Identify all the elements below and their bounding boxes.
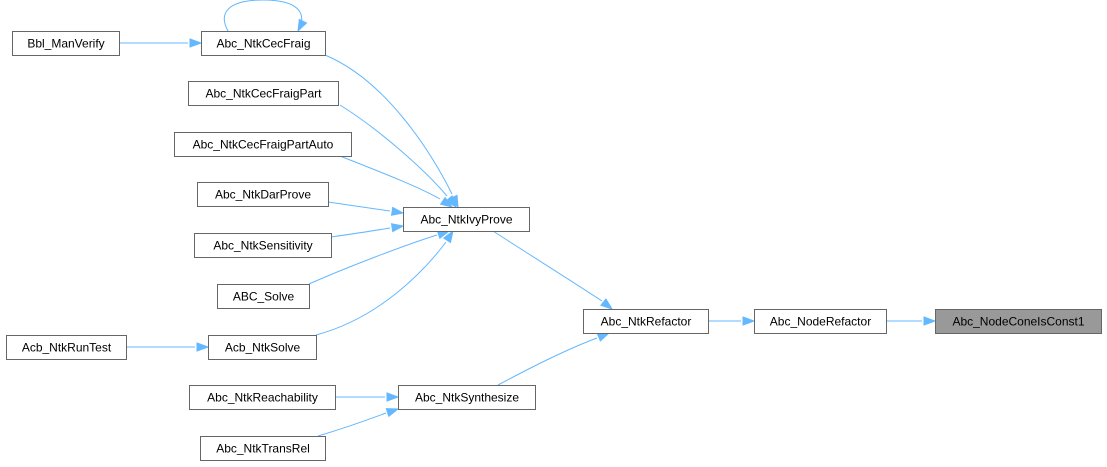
- node-label: Abc_NtkCecFraigPartAuto: [193, 138, 334, 152]
- node-acb-ntksolve[interactable]: Acb_NtkSolve: [208, 335, 317, 360]
- arrow-head: [442, 229, 454, 244]
- edge-line: [492, 230, 603, 302]
- arrow-head: [439, 196, 454, 208]
- arrow-head: [297, 18, 308, 33]
- node-box: [201, 31, 326, 56]
- edge-abc_ntkcecfraigpart-to-abc_ntkivyprove: [339, 104, 457, 209]
- edge-acb_ntksolve-to-abc_ntkivyprove: [315, 229, 454, 336]
- node-box: [189, 385, 336, 410]
- arrow-head: [596, 332, 611, 342]
- node-label: Bbl_ManVerify: [27, 37, 104, 51]
- node-abc-ntktransrel[interactable]: Abc_NtkTransRel: [200, 436, 326, 461]
- arrow-head: [196, 342, 210, 352]
- node-box: [583, 309, 709, 334]
- edge-abc_ntktransrel-to-abc_ntksynthesize: [317, 408, 400, 437]
- arrow-head: [390, 223, 405, 233]
- edge-abc_ntkcecfraig-to-abc_ntkivyprove: [324, 54, 459, 209]
- edge-line: [308, 234, 438, 285]
- edge-abc_ntkreachability-to-abc_ntksynthesize: [335, 392, 400, 402]
- node-abc-ntksynthesize[interactable]: Abc_NtkSynthesize: [398, 385, 536, 410]
- node-box: [6, 335, 127, 360]
- edge-line: [223, 0, 303, 32]
- node-box: [754, 309, 887, 334]
- edge-line: [324, 54, 453, 195]
- edge-abc_ntkcecfraig-to-abc_ntkcecfraig: [223, 0, 308, 33]
- node-label: Abc_NodeRefactor: [770, 315, 871, 329]
- arrow-head: [923, 316, 937, 326]
- node-label: Acb_NtkSolve: [225, 341, 301, 355]
- arrow-head: [390, 206, 405, 216]
- edges-layer: [119, 0, 937, 437]
- node-bbl-manverify[interactable]: Bbl_ManVerify: [12, 31, 120, 56]
- node-box: [217, 284, 310, 309]
- node-label: Abc_NtkDarProve: [215, 188, 311, 202]
- edge-abc_ntkrefactor-to-abc_noderefactor: [708, 316, 756, 326]
- node-abc-ntkcecfraig[interactable]: Abc_NtkCecFraig: [201, 31, 326, 56]
- node-box: [12, 31, 120, 56]
- edge-abc_ntksensitivity-to-abc_ntkivyprove: [330, 223, 405, 238]
- node-abc-ntkreachability[interactable]: Abc_NtkReachability: [189, 385, 336, 410]
- edge-line: [330, 227, 391, 238]
- node-box: [208, 335, 317, 360]
- node-label: Abc_NtkIvyProve: [420, 213, 512, 227]
- arrow-head: [189, 38, 203, 48]
- node-box: [194, 233, 332, 258]
- node-box: [197, 182, 329, 207]
- node-label: Abc_NtkRefactor: [601, 315, 692, 329]
- node-label: Abc_NtkTransRel: [216, 442, 310, 456]
- node-label: Abc_NtkCecFraigPart: [205, 87, 322, 101]
- node-label: Abc_NtkSynthesize: [415, 391, 519, 405]
- edge-abc_ntkivyprove-to-abc_ntkrefactor: [492, 230, 614, 310]
- node-label: Abc_NtkSensitivity: [213, 239, 312, 253]
- edge-abc_ntkcecfraigpartauto-to-abc_ntkivyprove: [339, 155, 454, 208]
- arrow-head: [445, 195, 457, 209]
- arrow-head: [385, 408, 400, 418]
- node-label: Abc_NtkCecFraig: [216, 37, 310, 51]
- edge-acb_ntkruntest-to-acb_ntksolve: [126, 342, 210, 352]
- arrow-head: [742, 316, 756, 326]
- node-label: Acb_NtkRunTest: [22, 341, 112, 355]
- edge-line: [339, 104, 448, 197]
- node-abc-ntkrefactor[interactable]: Abc_NtkRefactor: [583, 309, 709, 334]
- node-box: [403, 207, 530, 232]
- edge-bbl_manverify-to-abc_ntkcecfraig: [119, 38, 203, 48]
- edge-line: [339, 155, 441, 200]
- node-box: [174, 132, 352, 157]
- node-box: [188, 81, 339, 106]
- node-acb-ntkruntest[interactable]: Acb_NtkRunTest: [6, 335, 127, 360]
- node-label: Abc_NodeConeIsConst1: [952, 315, 1084, 329]
- edge-abc_ntksynthesize-to-abc_ntkrefactor: [497, 332, 611, 386]
- node-box: [935, 309, 1102, 334]
- edge-abc_ntkdarprove-to-abc_ntkivyprove: [327, 201, 405, 216]
- node-abc-nodeconeisconst1: Abc_NodeConeIsConst1: [935, 309, 1102, 334]
- node-abc-ntkcecfraigpart[interactable]: Abc_NtkCecFraigPart: [188, 81, 339, 106]
- arrow-head: [600, 298, 614, 310]
- edge-abc_noderefactor-to-abc_nodeconeisconst1: [886, 316, 937, 326]
- node-label: ABC_Solve: [233, 290, 295, 304]
- edge-line: [317, 412, 387, 437]
- edge-line: [327, 201, 391, 212]
- node-abc-ntkivyprove[interactable]: Abc_NtkIvyProve: [403, 207, 530, 232]
- edge-line: [315, 241, 447, 336]
- node-abc-solve[interactable]: ABC_Solve: [217, 284, 310, 309]
- node-abc-ntkcecfraigpartauto[interactable]: Abc_NtkCecFraigPartAuto: [174, 132, 352, 157]
- node-abc-ntksensitivity[interactable]: Abc_NtkSensitivity: [194, 233, 332, 258]
- node-box: [200, 436, 326, 461]
- node-abc-ntkdarprove[interactable]: Abc_NtkDarProve: [197, 182, 329, 207]
- arrow-head: [386, 392, 400, 402]
- node-box: [398, 385, 536, 410]
- nodes-layer: Bbl_ManVerify Abc_NtkCecFraigAbc_NtkCecFr…: [6, 31, 1102, 461]
- node-label: Abc_NtkReachability: [207, 391, 318, 405]
- node-abc-noderefactor[interactable]: Abc_NodeRefactor: [754, 309, 887, 334]
- edge-line: [497, 337, 598, 386]
